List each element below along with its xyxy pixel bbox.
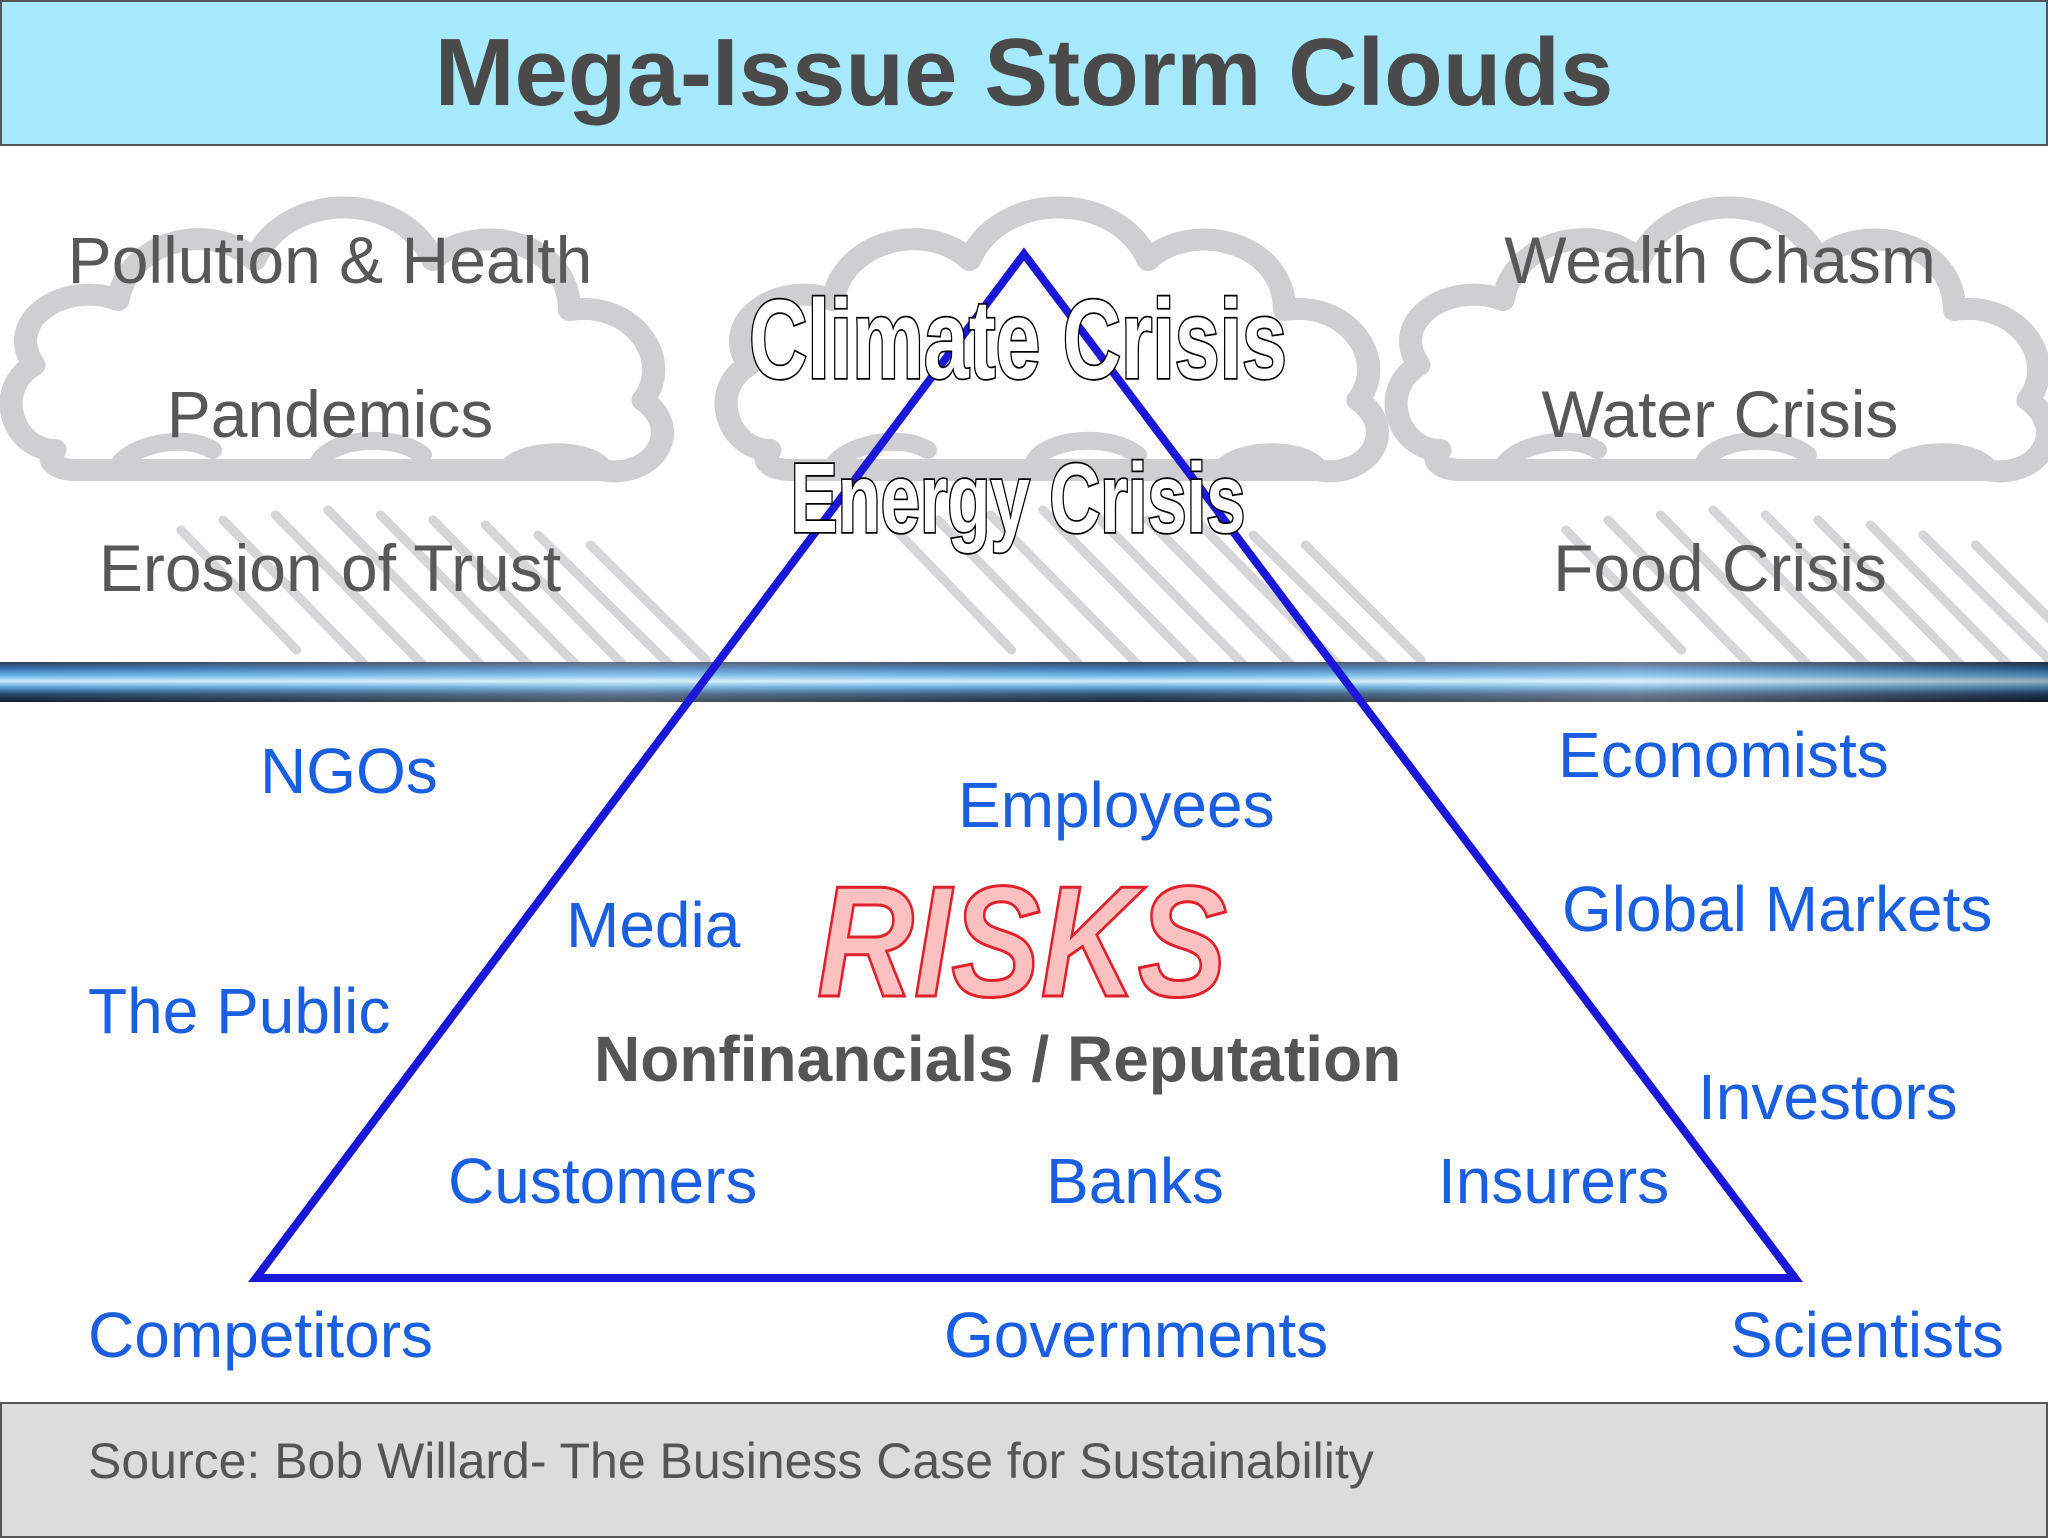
horizon-band-shine [0,662,2048,702]
issue-energy-crisis: Energy Crisis [791,445,1246,554]
issue-climate-crisis: Climate Crisis [749,277,1287,402]
source-citation: Source: Bob Willard- The Business Case f… [88,1433,1374,1489]
stakeholder-banks: Banks [1046,1145,1224,1217]
horizon-band [0,662,2048,702]
stakeholder-scientists: Scientists [1730,1299,2004,1371]
stakeholder-economists: Economists [1558,719,1889,791]
issue-pandemics: Pandemics [166,377,494,451]
stakeholder-competitors: Competitors [88,1299,433,1371]
center-issues: Climate Crisis Energy Crisis [748,276,1289,556]
issue-water-crisis: Water Crisis [1541,377,1899,451]
stakeholder-global-markets: Global Markets [1562,873,1993,945]
stakeholder-employees: Employees [958,769,1275,841]
risks-heading: RISKS [816,853,1229,1032]
issue-wealth-chasm: Wealth Chasm [1504,223,1936,297]
risk-subtitle: Nonfinancials / Reputation [594,1023,1402,1095]
footer-bar [0,1402,2048,1538]
issue-pollution-health: Pollution & Health [67,223,593,297]
page-title: Mega-Issue Storm Clouds [434,19,1614,126]
stakeholder-governments: Governments [944,1299,1329,1371]
stakeholder-the-public: The Public [88,975,391,1047]
risks-text: RISKS [817,854,1227,1030]
issue-erosion-of-trust: Erosion of Trust [98,531,562,605]
stakeholder-insurers: Insurers [1438,1145,1670,1217]
stakeholder-ngos: NGOs [260,735,438,807]
stakeholder-investors: Investors [1698,1061,1958,1133]
title-bar [0,0,2048,146]
issue-food-crisis: Food Crisis [1553,531,1887,605]
stakeholder-media: Media [566,889,741,961]
stakeholder-customers: Customers [448,1145,758,1217]
